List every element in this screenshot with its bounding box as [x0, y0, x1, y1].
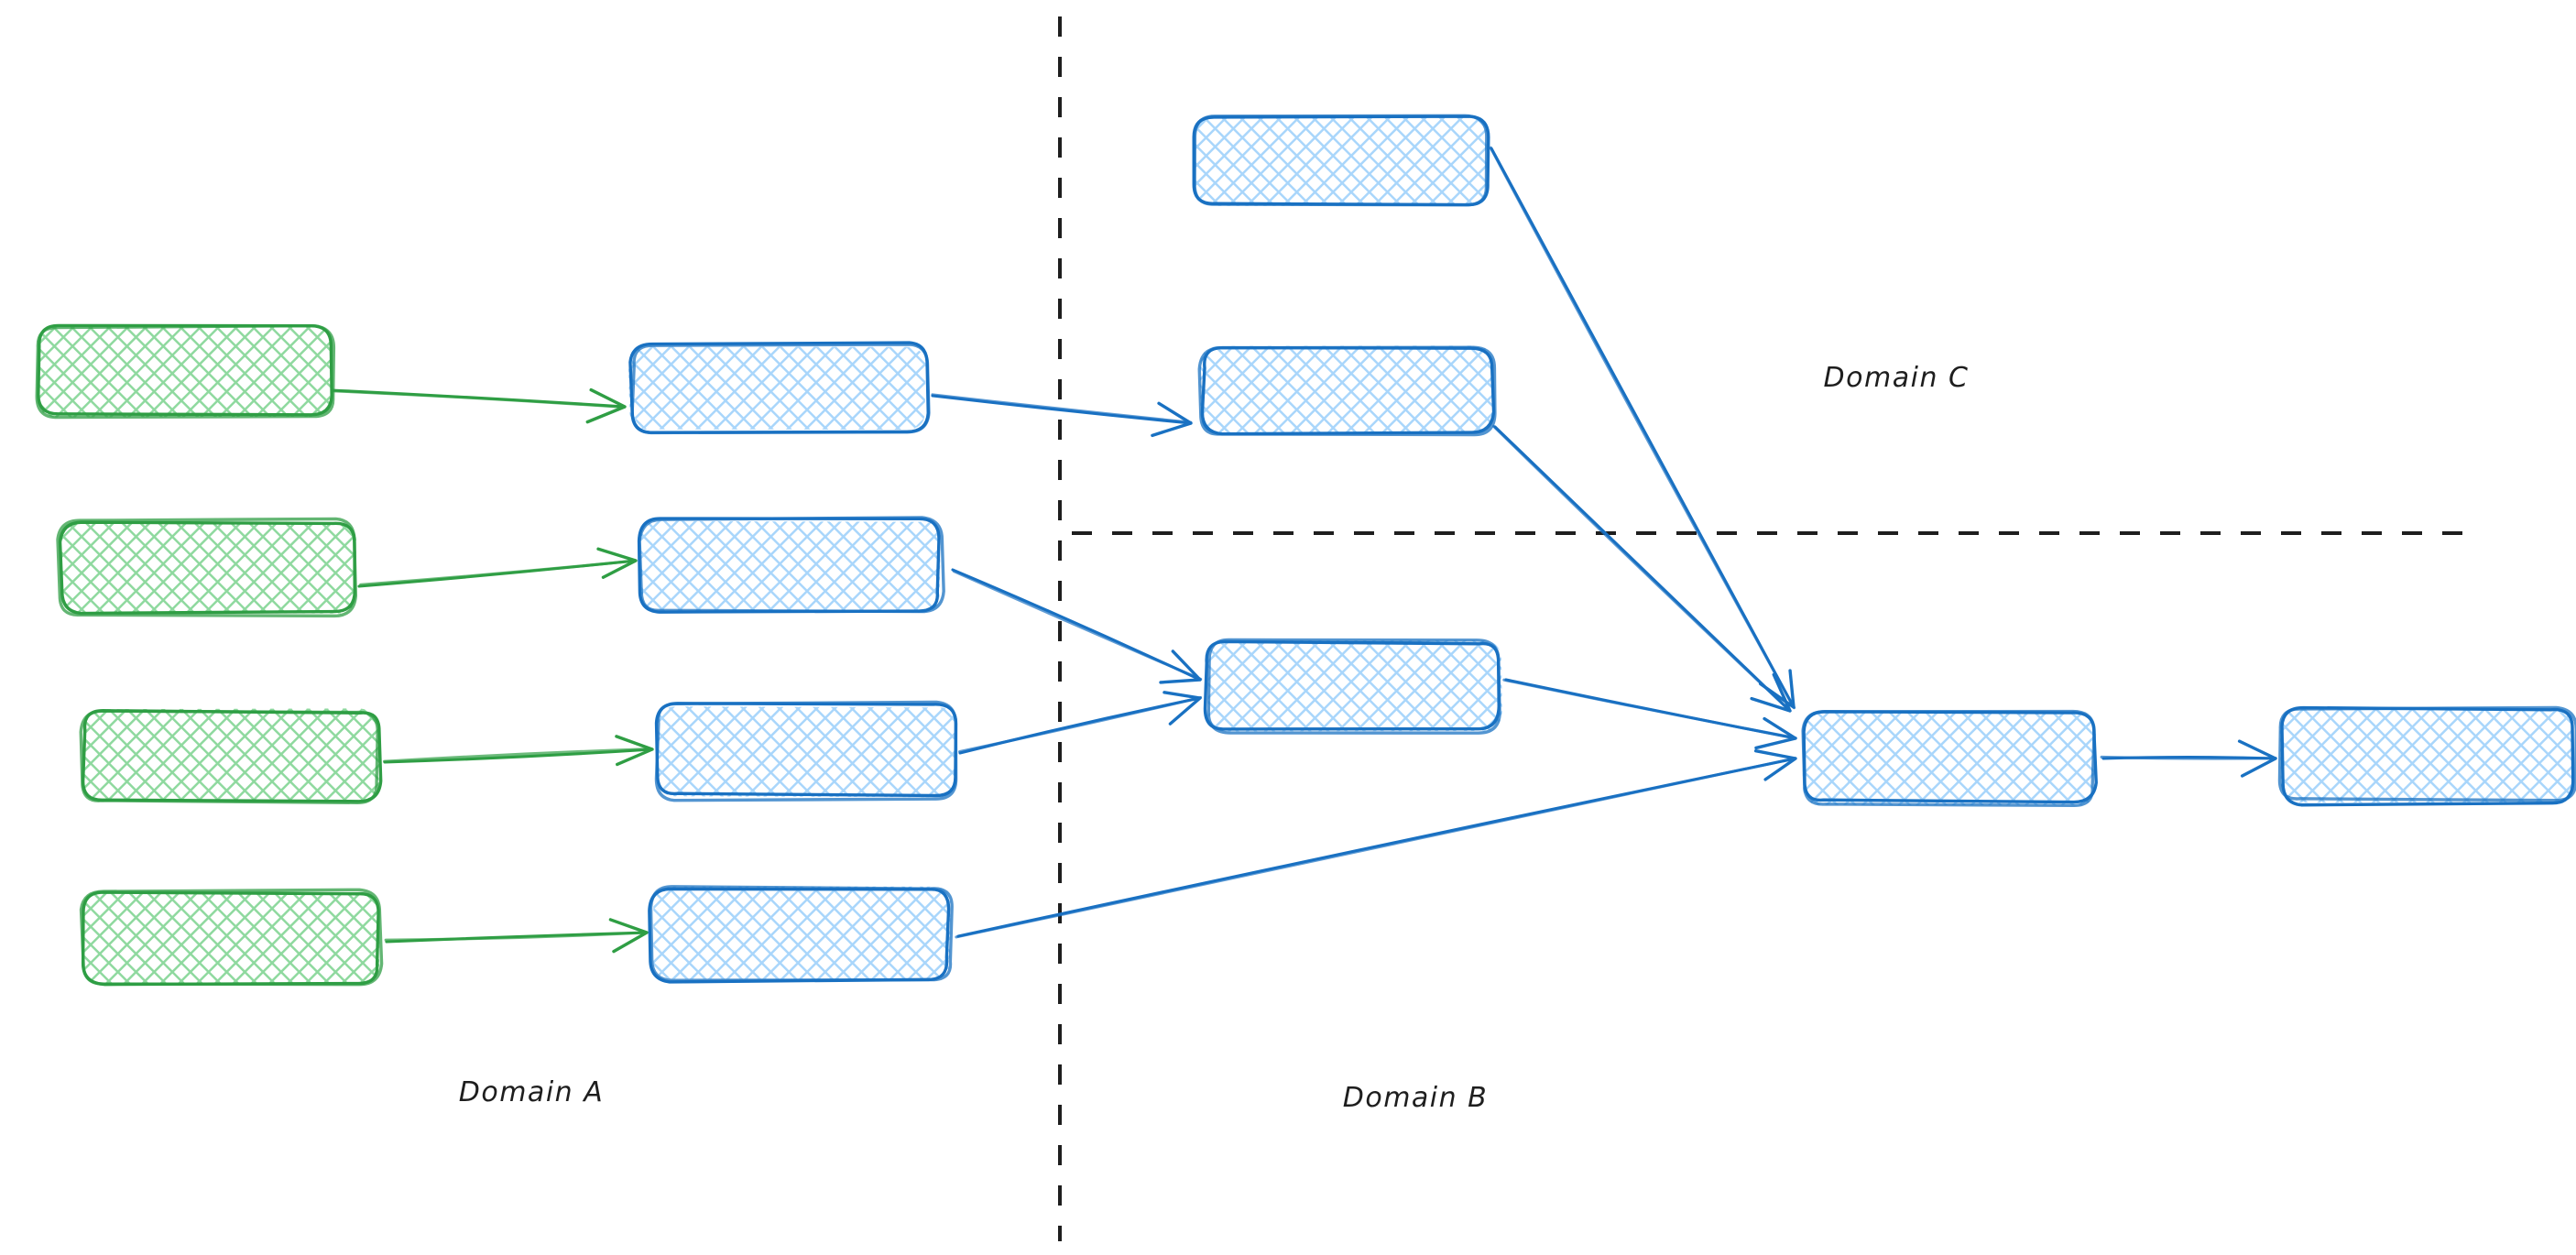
node-outline: [654, 700, 958, 802]
edge-shaft: [330, 389, 626, 409]
arrowhead: [2237, 739, 2277, 778]
node-fill: [1207, 639, 1502, 732]
node-outline: [1193, 114, 1489, 207]
edge-arrow[interactable]: [951, 568, 1203, 684]
edge-shaft: [1492, 424, 1791, 712]
node-box[interactable]: [648, 885, 954, 984]
node-fill: [1199, 345, 1495, 435]
edge-arrow[interactable]: [357, 547, 638, 588]
nodes-layer: [35, 114, 2576, 987]
edge-shaft: [958, 695, 1203, 754]
node-fill: [628, 346, 926, 430]
arrowhead: [1750, 672, 1792, 713]
edge-arrow[interactable]: [1502, 678, 1797, 750]
edge-shaft: [955, 757, 1797, 939]
domain-labels-layer: Domain A Domain B Domain C: [459, 362, 1970, 1114]
edge-shaft: [359, 559, 638, 586]
node-box[interactable]: [35, 323, 336, 420]
edge-shaft: [931, 393, 1193, 424]
edge-arrow[interactable]: [955, 748, 1797, 939]
node-fill: [2279, 709, 2575, 803]
node-outline: [1200, 345, 1496, 436]
edge-arrow[interactable]: [2100, 739, 2277, 778]
arrowhead: [1753, 748, 1797, 781]
edge-shaft: [952, 570, 1203, 681]
node-box[interactable]: [2277, 705, 2576, 807]
edge-arrow[interactable]: [931, 393, 1193, 438]
node-outline: [630, 343, 931, 435]
node-box[interactable]: [1801, 709, 2098, 808]
edge-arrow[interactable]: [383, 735, 654, 767]
node-outline: [79, 888, 384, 987]
arrowhead: [1754, 716, 1797, 750]
node-box[interactable]: [1192, 114, 1490, 207]
node-box[interactable]: [79, 888, 384, 987]
arrowhead: [596, 547, 638, 579]
edge-arrow[interactable]: [330, 387, 627, 424]
arrowhead: [608, 918, 649, 954]
arrowhead: [1162, 691, 1202, 726]
node-fill: [653, 886, 951, 979]
edge-shaft: [1489, 146, 1796, 710]
arrowhead: [1159, 649, 1202, 684]
node-outline: [1206, 638, 1501, 735]
node-box[interactable]: [1197, 345, 1497, 437]
node-box[interactable]: [628, 341, 931, 435]
node-outline: [638, 516, 945, 614]
edge-arrow[interactable]: [1489, 146, 1796, 710]
node-outline: [35, 323, 336, 420]
node-box[interactable]: [1203, 638, 1502, 735]
node-outline: [1197, 345, 1497, 437]
node-fill: [657, 706, 957, 798]
node-fill: [1195, 116, 1490, 206]
edge-shaft: [384, 931, 649, 942]
node-fill: [640, 520, 941, 613]
edge-arrow[interactable]: [1492, 424, 1792, 713]
node-fill: [1802, 711, 2097, 806]
node-outline: [1801, 709, 2096, 808]
node-fill: [37, 325, 332, 418]
node-fill: [83, 708, 379, 802]
node-outline: [56, 517, 358, 618]
node-fill: [83, 892, 380, 986]
domain-dividers: [1058, 16, 2464, 1241]
node-outline: [79, 709, 379, 805]
label-domain-c: Domain C: [1824, 362, 1970, 394]
edge-arrow[interactable]: [384, 918, 649, 954]
edge-shaft: [2100, 755, 2277, 760]
label-domain-a: Domain A: [459, 1076, 604, 1108]
node-box[interactable]: [79, 708, 383, 805]
arrowhead: [1151, 401, 1193, 438]
node-outline: [649, 885, 954, 982]
edge-shaft: [1502, 678, 1797, 740]
node-fill: [60, 522, 357, 614]
edges-layer: [330, 146, 2277, 954]
node-box[interactable]: [56, 517, 358, 618]
label-domain-b: Domain B: [1343, 1082, 1489, 1114]
node-box[interactable]: [637, 516, 945, 614]
edge-shaft: [383, 747, 653, 763]
arrowhead: [615, 735, 654, 767]
node-box[interactable]: [654, 700, 958, 802]
edge-arrow[interactable]: [958, 691, 1203, 755]
node-outline: [2277, 705, 2576, 802]
arrowhead: [585, 387, 627, 424]
